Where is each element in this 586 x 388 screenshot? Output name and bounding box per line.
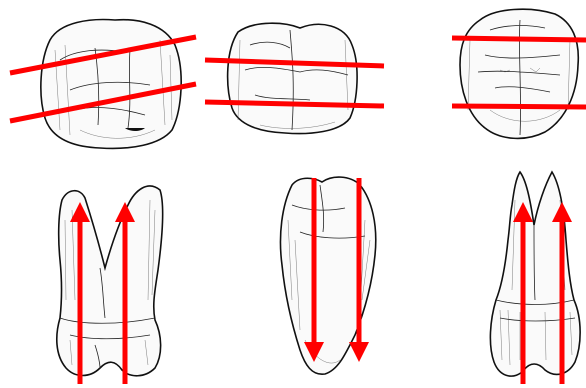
- tooth-side-left: [57, 186, 163, 376]
- guide-line-top-right-2: [452, 106, 586, 107]
- tooth-occlusal-center: [228, 23, 357, 133]
- tooth-occlusal-right: [460, 9, 578, 138]
- tooth-occlusal-left: [41, 20, 181, 149]
- tooth-side-right: [490, 172, 580, 376]
- guide-line-top-right-1: [452, 38, 586, 40]
